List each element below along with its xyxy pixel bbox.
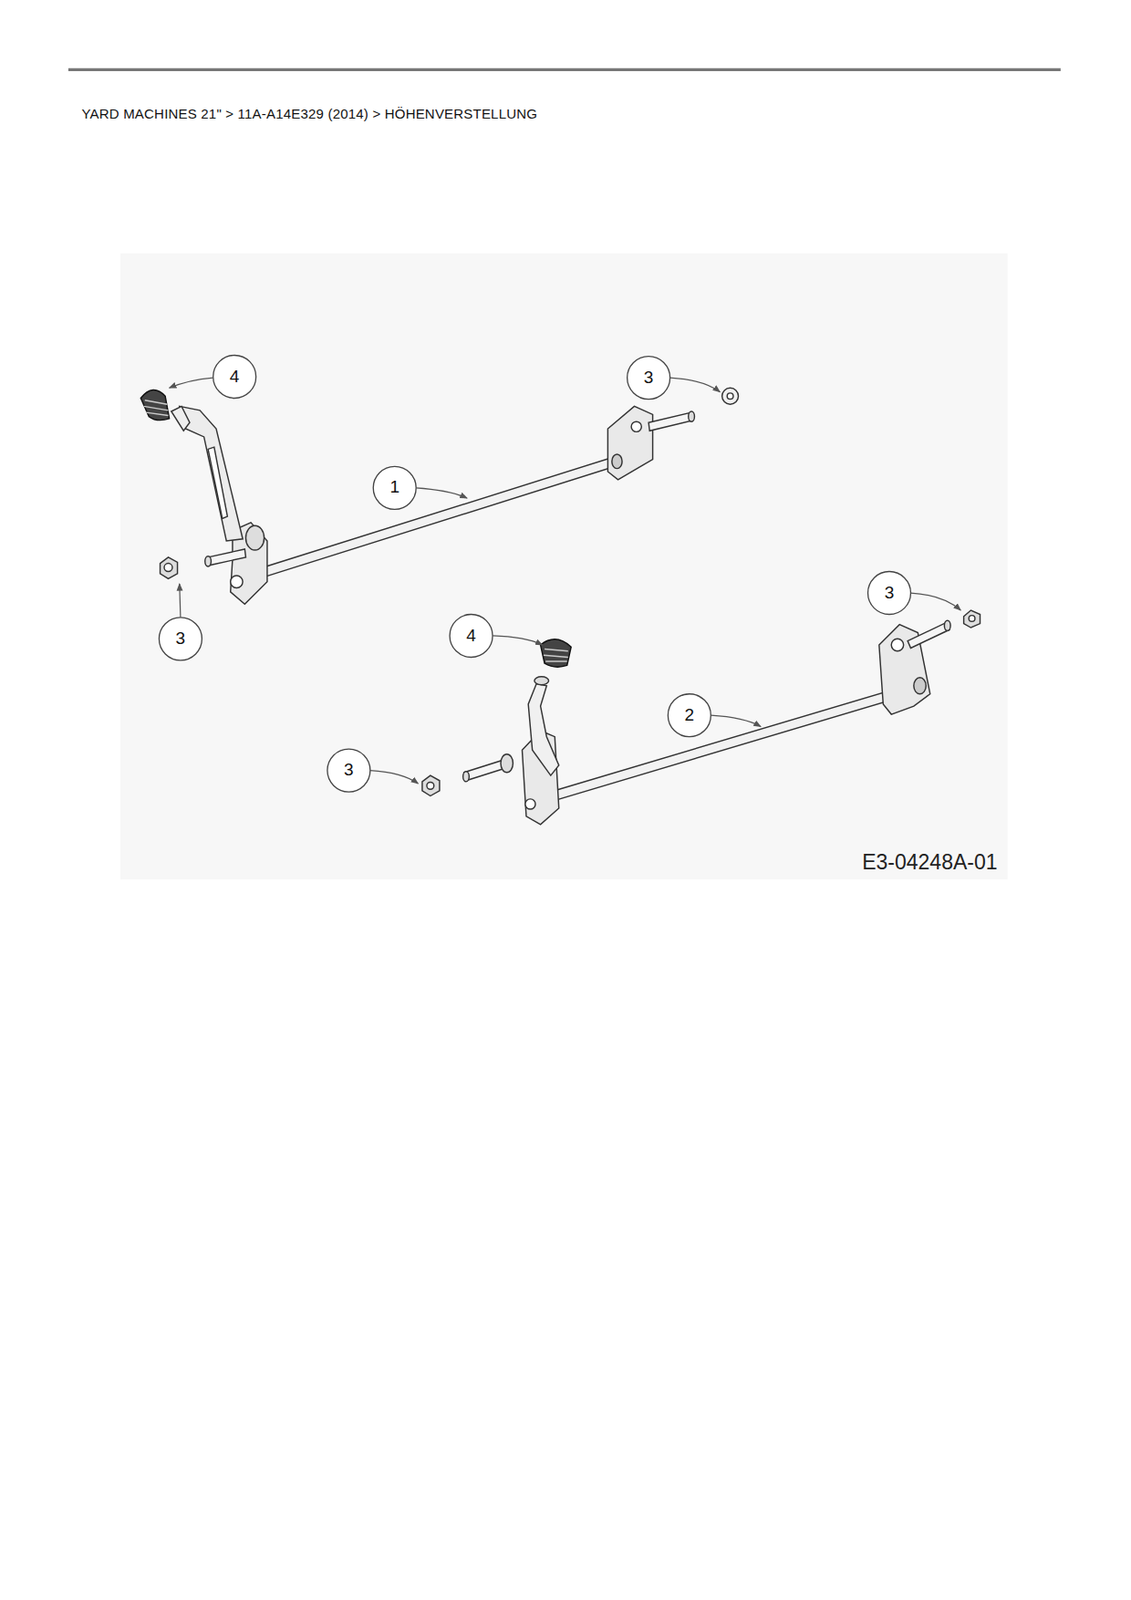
callout-number: 4 bbox=[229, 366, 240, 387]
callout-number: 1 bbox=[389, 477, 400, 498]
callout-number: 3 bbox=[176, 628, 187, 649]
callout-number: 4 bbox=[466, 625, 477, 646]
height-axle-rear bbox=[422, 610, 981, 825]
height-axle-front bbox=[140, 387, 738, 604]
top-rule bbox=[68, 68, 1061, 72]
illustration-ground bbox=[120, 253, 1008, 881]
page-title: YARD MACHINES 21" > 11A-A14E329 (2014) >… bbox=[81, 105, 538, 122]
drawing-number: E3-04248A-01 bbox=[861, 849, 997, 874]
callout-number: 3 bbox=[884, 582, 895, 603]
callout-circles bbox=[158, 354, 911, 792]
callout-number: 3 bbox=[343, 759, 354, 780]
callout-number: 3 bbox=[643, 367, 654, 388]
callout-number: 2 bbox=[684, 705, 696, 726]
leader-lines bbox=[169, 377, 962, 784]
